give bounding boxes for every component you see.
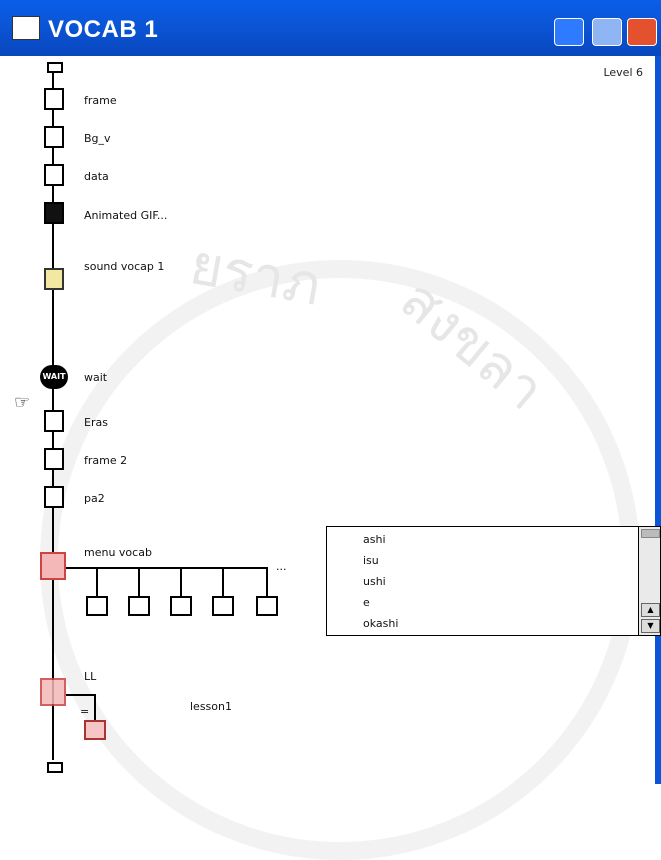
scroll-thumb[interactable]	[641, 529, 660, 538]
label-data[interactable]: data	[84, 170, 109, 183]
more-branches: ...	[276, 560, 287, 573]
display-icon-frame[interactable]	[44, 88, 64, 110]
display-icon-frame2[interactable]	[44, 448, 64, 470]
lesson1-map-icon[interactable]	[84, 720, 106, 740]
ll-branch-line	[66, 694, 94, 696]
hand-pointer-icon: ☞	[14, 392, 31, 413]
close-button[interactable]	[627, 18, 657, 46]
scroll-up-arrow-icon[interactable]: ▲	[641, 603, 660, 617]
framework-icon-menu[interactable]	[40, 552, 66, 580]
start-marker	[47, 62, 63, 73]
branch-drop-1	[96, 567, 98, 597]
map-icon	[12, 16, 40, 40]
title-bar: VOCAB 1	[0, 0, 661, 56]
branch-drop-2	[138, 567, 140, 597]
map-icon-child-3[interactable]	[170, 596, 192, 616]
label-lesson1[interactable]: lesson1	[190, 700, 232, 713]
list-item[interactable]: ushi	[363, 575, 386, 588]
vocab-list[interactable]: ashi isu ushi e okashi	[326, 526, 639, 636]
display-icon-pa2[interactable]	[44, 486, 64, 508]
map-icon-child-2[interactable]	[128, 596, 150, 616]
branch-drop-3	[180, 567, 182, 597]
branch-drop-4	[222, 567, 224, 597]
map-icon-child-4[interactable]	[212, 596, 234, 616]
label-sound[interactable]: sound vocap 1	[84, 260, 165, 273]
display-icon-bg[interactable]	[44, 126, 64, 148]
animated-gif-icon[interactable]	[44, 202, 64, 224]
branch-drop-5	[266, 567, 268, 597]
scroll-down-arrow-icon[interactable]: ▼	[641, 619, 660, 633]
label-pa2[interactable]: pa2	[84, 492, 105, 505]
list-item[interactable]: okashi	[363, 617, 399, 630]
display-icon-data[interactable]	[44, 164, 64, 186]
label-frame[interactable]: frame	[84, 94, 117, 107]
maximize-button[interactable]	[592, 18, 622, 46]
erase-icon[interactable]	[44, 410, 64, 432]
ll-branch-drop	[94, 694, 96, 720]
label-frame2[interactable]: frame 2	[84, 454, 128, 467]
branch-line	[66, 567, 268, 569]
label-wait[interactable]: wait	[84, 371, 108, 384]
list-item[interactable]: ashi	[363, 533, 386, 546]
list-scrollbar[interactable]: ▲ ▼	[638, 526, 661, 636]
minimize-button[interactable]	[554, 18, 584, 46]
end-marker	[47, 762, 63, 773]
eq-marker: =	[80, 705, 90, 718]
label-bg[interactable]: Bg_v	[84, 132, 111, 145]
label-eras[interactable]: Eras	[84, 416, 108, 429]
window-title: VOCAB 1	[48, 16, 159, 43]
label-animated-gif[interactable]: Animated GIF...	[84, 209, 168, 222]
label-ll[interactable]: LL	[84, 670, 97, 683]
map-icon-child-5[interactable]	[256, 596, 278, 616]
level-indicator: Level 6	[603, 66, 643, 79]
framework-icon-ll[interactable]	[40, 678, 66, 706]
label-menu-vocab[interactable]: menu vocab	[84, 546, 152, 559]
wait-icon[interactable]: WAIT	[40, 365, 68, 389]
list-item[interactable]: e	[363, 596, 370, 609]
sound-icon[interactable]	[44, 268, 64, 290]
list-item[interactable]: isu	[363, 554, 379, 567]
map-icon-child-1[interactable]	[86, 596, 108, 616]
